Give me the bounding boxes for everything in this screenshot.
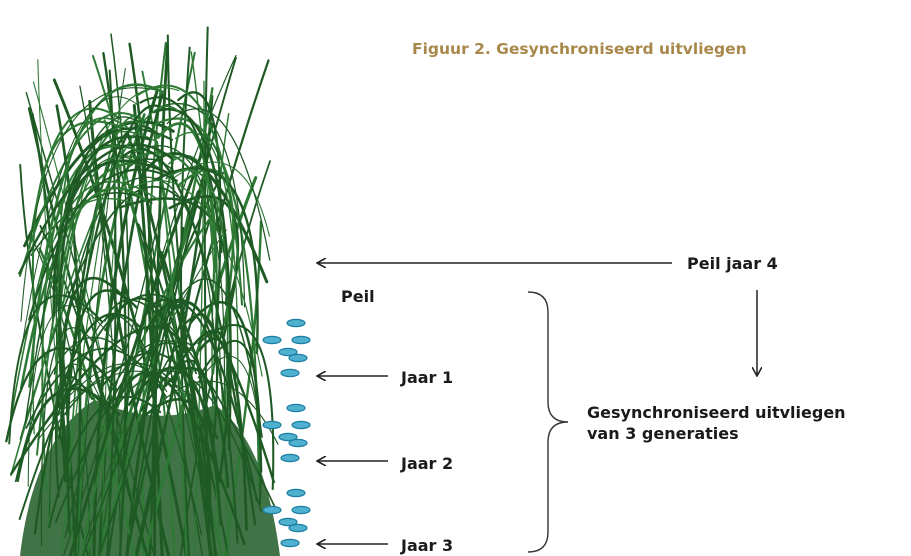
egg-icon	[281, 454, 299, 461]
label-year2: Jaar 2	[401, 454, 453, 473]
label-sync-line2: van 3 generaties	[587, 423, 846, 444]
egg-icon	[292, 336, 310, 343]
label-peil-year4: Peil jaar 4	[687, 254, 778, 273]
egg-icon	[289, 524, 307, 531]
egg-icon	[281, 539, 299, 546]
egg-icon	[292, 421, 310, 428]
reed-plant-icon	[6, 27, 280, 556]
egg-icon	[289, 354, 307, 361]
egg-icon	[289, 439, 307, 446]
egg-icon	[281, 369, 299, 376]
egg-icon	[263, 506, 281, 513]
figure-title: Figuur 2. Gesynchroniseerd uitvliegen	[412, 40, 747, 58]
egg-icon	[287, 404, 305, 411]
label-peil: Peil	[341, 287, 375, 306]
egg-icon	[292, 506, 310, 513]
egg-icon	[287, 489, 305, 496]
label-year1: Jaar 1	[401, 368, 453, 387]
label-sync-line1: Gesynchroniseerd uitvliegen	[587, 402, 846, 423]
egg-icon	[287, 319, 305, 326]
egg-icon	[263, 421, 281, 428]
egg-cluster-icon	[263, 319, 310, 546]
label-year3: Jaar 3	[401, 536, 453, 555]
label-synchronized-emergence: Gesynchroniseerd uitvliegen van 3 genera…	[587, 402, 846, 444]
curly-bracket	[528, 292, 568, 552]
egg-icon	[263, 336, 281, 343]
